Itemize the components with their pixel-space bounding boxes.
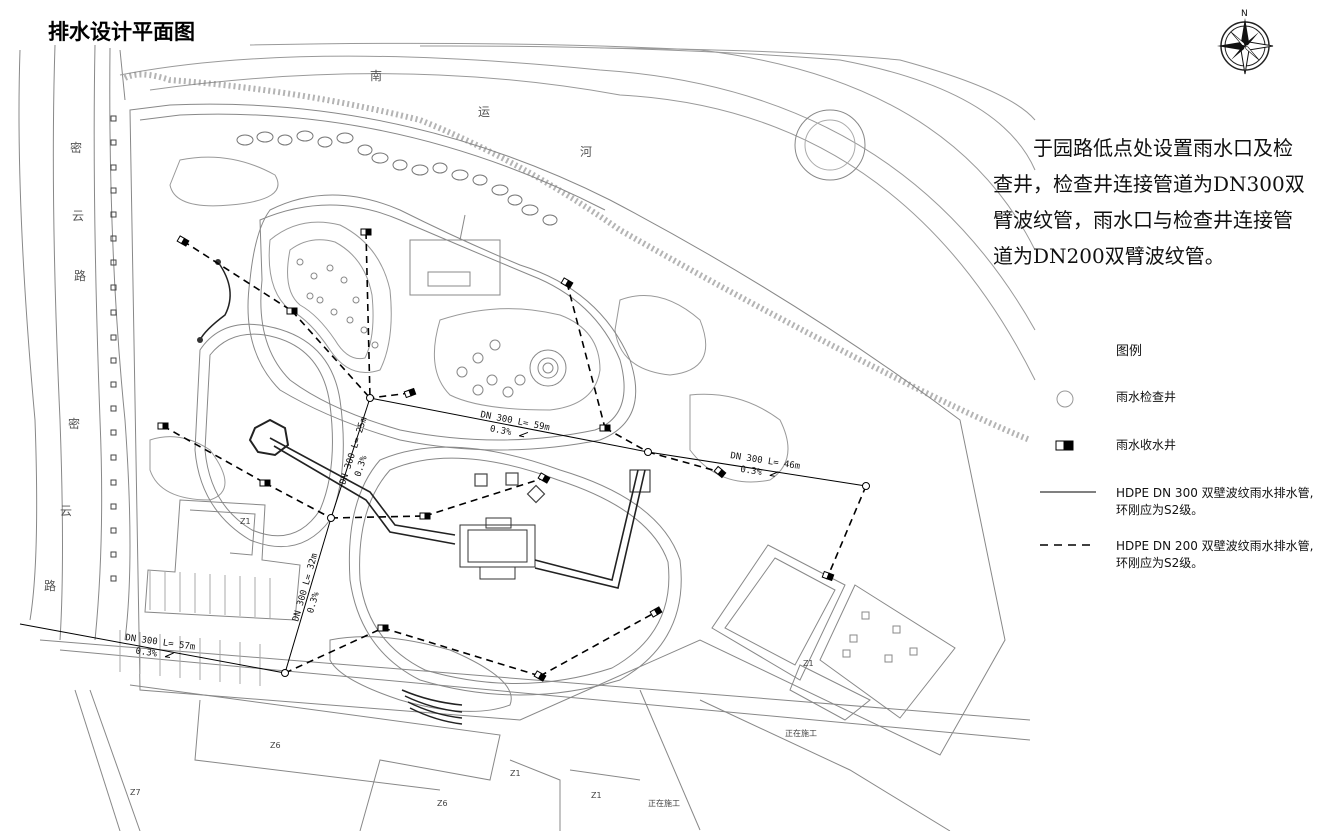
compass-n-label: N: [1241, 9, 1248, 19]
bottom-buildings: [74, 684, 951, 831]
pavilion-left: [248, 418, 290, 457]
pipe-label-25: DN 300 L= 25m 0.3%: [338, 416, 370, 486]
road-markers: [110, 115, 117, 582]
manhole-5: [281, 669, 289, 677]
road-label-3: 路: [74, 268, 86, 283]
parking-hatch: [119, 570, 271, 686]
inlets: [157, 228, 835, 682]
river-label-1: 南: [370, 68, 382, 83]
legend-inlet-label: 雨水收水井: [1116, 438, 1177, 452]
dn300-pipes: [19, 397, 867, 674]
river-label-3: 河: [580, 145, 592, 159]
label-z1d: Z1: [591, 791, 602, 800]
central-pavilion: [459, 517, 536, 580]
plaza-squares: [474, 472, 546, 504]
label-z6a: Z6: [270, 741, 281, 750]
plaza-block: [409, 239, 501, 296]
manhole-1: [366, 394, 374, 402]
pipe-label-57: DN 300 L= 57m 0.3%: [125, 633, 196, 660]
label-z1a: Z1: [240, 517, 251, 526]
label-z1b: Z1: [803, 659, 814, 668]
label-z1c: Z1: [510, 769, 521, 778]
label-construction1: 正在施工: [785, 728, 817, 738]
svg-text:0.3%: 0.3%: [740, 465, 764, 478]
svg-text:0.3%: 0.3%: [135, 647, 158, 660]
label-z6b: Z6: [437, 799, 448, 808]
loop-paths: [194, 194, 682, 712]
manhole-4: [327, 514, 335, 522]
stream-curve: [199, 261, 231, 341]
ornamental-garden: [268, 221, 601, 411]
legend-title: 图例: [1116, 344, 1143, 359]
park-outline: [129, 103, 1006, 756]
boardwalk: [269, 437, 646, 589]
garden-dots: [296, 258, 567, 398]
page-title: 排水设计平面图: [48, 20, 195, 44]
manhole-3: [862, 482, 870, 490]
legend-manhole-label: 雨水检查井: [1116, 390, 1177, 404]
manholes: [281, 394, 870, 677]
road-label-6: 路: [44, 578, 56, 593]
road-label-5: 云: [60, 504, 72, 518]
lawn-shapes: [149, 156, 789, 501]
legend-dn200-label: HDPE DN 200 双壁波纹雨水排水管, 环刚应为S2级。: [1116, 539, 1314, 570]
building-right: [711, 544, 956, 721]
label-z7: Z7: [130, 788, 141, 797]
road-label-2: 云: [72, 209, 84, 223]
legend-inlet-symbol: [1055, 440, 1074, 451]
design-note: 于园路低点处设置雨水口及检查井，检查井连接管道为DN300双臂波纹管，雨水口与检…: [993, 136, 1305, 268]
legend-dn300-label: HDPE DN 300 双壁波纹雨水排水管, 环刚应为S2级。: [1116, 486, 1314, 517]
road-label-1: 密: [70, 140, 82, 155]
bench-arc: [401, 689, 463, 725]
legend-manhole-symbol: [1056, 390, 1074, 408]
pipe-label-46: DN 300 L= 46m 0.3%: [730, 451, 801, 478]
svg-text:0.3%: 0.3%: [489, 424, 513, 438]
dn200-pipes: [162, 231, 867, 677]
label-construction2: 正在施工: [648, 798, 680, 808]
bridge-tower: [629, 469, 651, 493]
manhole-2: [644, 448, 652, 456]
river-banks: [119, 42, 1036, 381]
river-label-2: 运: [478, 105, 490, 119]
stepping-stones: [236, 130, 558, 226]
road-label-4: 密: [68, 416, 80, 431]
bank-hatch: [123, 71, 1032, 443]
building-left: [144, 499, 301, 621]
roundabout-outer: [794, 109, 866, 181]
compass-rose: N: [1217, 9, 1274, 75]
road-outlines: [18, 44, 1031, 741]
roundabout-inner: [804, 119, 856, 171]
